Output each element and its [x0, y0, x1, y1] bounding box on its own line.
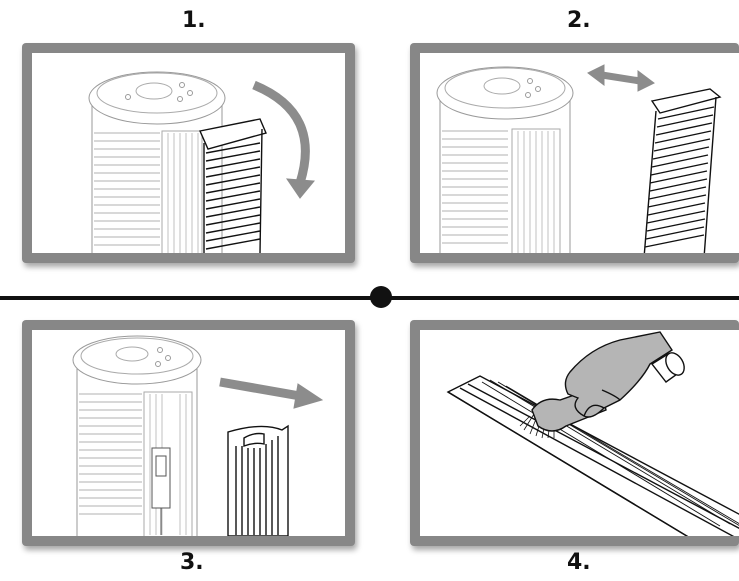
step-number-1: 1. [182, 8, 206, 33]
step-4-panel [410, 320, 739, 546]
tower-louvers [94, 132, 160, 246]
step-number-4: 4. [567, 550, 591, 575]
hand [564, 331, 673, 418]
curved-arrow-down-icon [252, 80, 315, 199]
step-2-illustration [420, 53, 739, 253]
step-2-panel [410, 43, 739, 263]
step-number-3: 3. [180, 550, 204, 575]
grille-cover [227, 424, 289, 536]
filter-cartridge [643, 88, 722, 253]
step-3-panel [22, 320, 355, 546]
double-arrow-horizontal-icon [587, 64, 655, 92]
arrow-right-icon [219, 377, 324, 409]
step-1-illustration [32, 53, 345, 253]
filter-bar [446, 375, 739, 536]
divider-dot [370, 286, 392, 308]
step-4-illustration [420, 330, 739, 536]
step-number-2: 2. [567, 8, 591, 33]
filter-cartridge [199, 118, 267, 253]
step-3-illustration [32, 330, 345, 536]
step-1-panel [22, 43, 355, 263]
section-divider [0, 296, 739, 300]
